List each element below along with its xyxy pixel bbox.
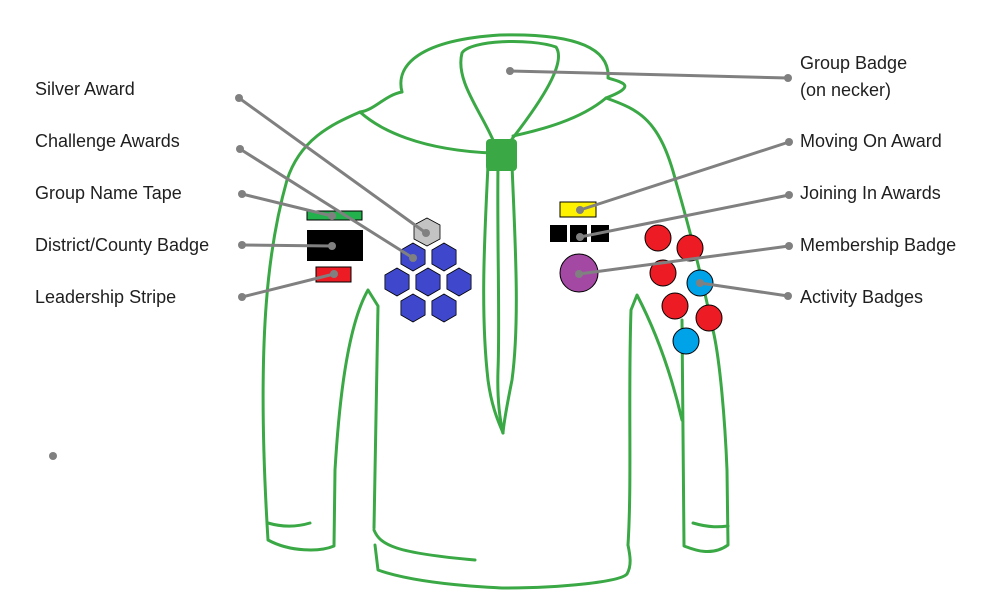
leader-joining-in-awards <box>578 193 791 239</box>
leader-end-leadership-stripe <box>330 270 338 278</box>
leader-silver-award <box>237 96 428 235</box>
leader-end-district-badge <box>328 242 336 250</box>
label-silver-award: Silver Award <box>35 79 135 99</box>
activity-badge-red <box>676 234 704 262</box>
collar-outer <box>399 33 730 554</box>
leader-end-moving-on-award <box>576 206 584 214</box>
sweater-outline <box>261 33 730 590</box>
leader-dot-joining-in-awards <box>785 191 793 199</box>
leader-dot-moving-on-award <box>785 138 793 146</box>
leader-lines <box>49 67 793 460</box>
leader-group-badge <box>508 69 790 80</box>
leader-dot-group-badge <box>784 74 792 82</box>
label-membership-badge: Membership Badge <box>800 235 957 255</box>
collar-right-lobe <box>511 96 608 138</box>
challenge-award-badge <box>400 293 426 323</box>
label-group-name-tape: Group Name Tape <box>35 183 182 203</box>
leader-end-membership-badge <box>575 270 583 278</box>
hem <box>373 543 632 590</box>
label-group-badge-note: (on necker) <box>800 80 892 100</box>
right-body-side <box>626 293 684 547</box>
activity-badges-cluster <box>644 224 723 355</box>
challenge-award-badge <box>415 267 441 297</box>
leader-moving-on-award <box>578 140 791 212</box>
leader-district-badge <box>240 243 334 248</box>
leader-dot-activity-badges <box>784 292 792 300</box>
leader-end-joining-in-awards <box>576 233 584 241</box>
challenge-award-badge <box>431 242 457 272</box>
right-cuff <box>691 521 730 529</box>
necker-tail-left <box>482 163 505 435</box>
leader-end-challenge-awards <box>409 254 417 262</box>
leader-end-group-name-tape <box>328 212 336 220</box>
leader-dot-district-badge <box>238 241 246 249</box>
activity-badge-red <box>661 292 689 320</box>
label-challenge-awards: Challenge Awards <box>35 131 180 151</box>
leader-membership-badge <box>577 244 791 276</box>
woggle <box>486 139 517 171</box>
leader-end-silver-award <box>422 229 430 237</box>
label-district-county-badge: District/County Badge <box>35 235 210 255</box>
challenge-awards-cluster <box>384 242 472 323</box>
leader-end-activity-badges <box>696 279 704 287</box>
necker-tail-right <box>501 163 518 435</box>
activity-badge-red <box>644 224 672 252</box>
label-moving-on-award: Moving On Award <box>800 131 942 151</box>
leader-dot-challenge-awards <box>236 145 244 153</box>
challenge-award-badge <box>384 267 410 297</box>
leader-group-name-tape <box>240 192 334 218</box>
leader-end-group-badge <box>506 67 514 75</box>
necker-loop <box>459 40 561 142</box>
challenge-award-badge <box>431 293 457 323</box>
leader-challenge-awards <box>238 147 415 260</box>
activity-badge-red <box>695 304 723 332</box>
label-activity-badges: Activity Badges <box>800 287 924 307</box>
left-shoulder <box>261 110 380 552</box>
label-joining-in-awards: Joining In Awards <box>800 183 941 203</box>
leader-dot-group-name-tape <box>238 190 246 198</box>
label-leadership-stripe: Leadership Stripe <box>35 287 177 307</box>
leader-activity-badges <box>698 281 790 298</box>
leader-dot-silver-award <box>235 94 243 102</box>
activity-badge-blue <box>672 327 700 355</box>
left-sleeve-inner <box>372 528 477 562</box>
joining-in-award-1 <box>550 225 567 242</box>
label-group-badge: Group Badge <box>800 53 908 73</box>
stray-dot <box>49 452 57 460</box>
collar-left-lobe <box>358 90 494 155</box>
necker-tail-mid <box>496 163 505 435</box>
challenge-award-badge <box>446 267 472 297</box>
leader-dot-membership-badge <box>785 242 793 250</box>
leader-dot-leadership-stripe <box>238 293 246 301</box>
activity-badge-red <box>649 259 677 287</box>
left-cuff <box>266 521 312 528</box>
leader-leadership-stripe <box>240 272 336 299</box>
